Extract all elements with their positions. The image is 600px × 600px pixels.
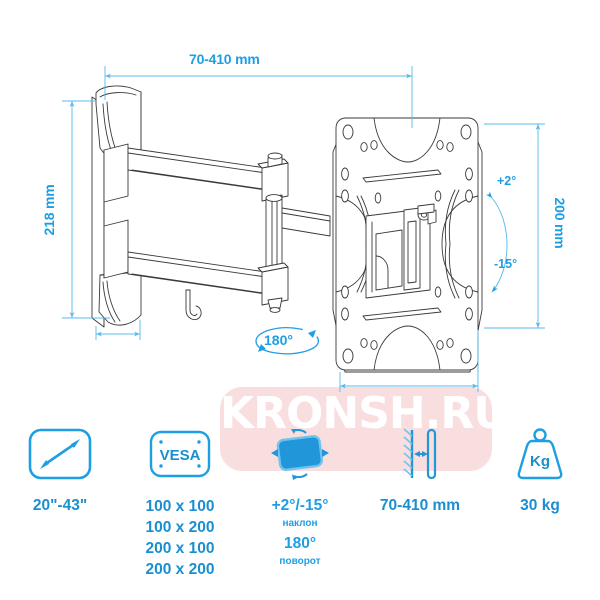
tilt-arc-indicator [486, 191, 508, 293]
dimension-label-top-width: 70-410 mm [189, 51, 260, 67]
dimension-right-height [484, 123, 545, 329]
vesa-size-2: 200 x 100 [145, 540, 215, 557]
spec-screen-size: 20"-43" [0, 418, 120, 593]
screen-size-value: 20"-43" [32, 497, 88, 514]
watermark-band [220, 387, 492, 471]
swivel-label: 180° [264, 332, 293, 348]
wall-distance-icon [390, 418, 450, 490]
spec-weight: Kg 30 kg [480, 418, 600, 593]
spec-wall-distance: 70-410 mm [360, 418, 480, 593]
vesa-size-1: 100 x 200 [145, 519, 215, 536]
dimension-top-width [104, 66, 413, 128]
tilt-value: +2°/-15° [271, 497, 329, 514]
spec-vesa: VESA 100 x 100 100 x 200 200 x 100 200 x… [120, 418, 240, 593]
product-line-drawing: .ln{fill:none;stroke:#3a3a3a;stroke-widt… [62, 66, 545, 392]
dimension-label-right-height: 200 mm [552, 197, 568, 249]
specification-row: 20"-43" VESA 100 x 100 100 x 200 200 x 1… [0, 418, 600, 593]
weight-value: 30 kg [520, 497, 560, 514]
upper-arm [127, 147, 289, 202]
weight-icon: Kg [510, 418, 570, 490]
wall-distance-value: 70-410 mm [379, 497, 461, 514]
swivel-arc-indicator [255, 327, 320, 355]
screen-diagonal-icon [27, 418, 93, 490]
dimension-label-left-height: 218 mm [41, 184, 57, 236]
vesa-icon-text: VESA [160, 447, 201, 464]
tilt-mechanism [365, 203, 437, 299]
vesa-plate [332, 117, 483, 373]
watermark-text: KRONSH.RU [220, 388, 509, 439]
dimension-wallplate-depth [95, 320, 141, 340]
tilt-down-label: -15° [494, 257, 518, 271]
vesa-size-list: 100 x 100 100 x 200 200 x 100 200 x 200 [146, 496, 215, 580]
weight-icon-text: Kg [530, 453, 550, 470]
swivel-caption: поворот [279, 556, 321, 567]
dimension-left-height [62, 100, 110, 319]
vesa-icon: VESA [148, 418, 212, 490]
lower-arm [127, 251, 289, 313]
wall-plate [91, 85, 142, 328]
cable-hook [185, 289, 202, 321]
tilt-up-label: +2° [497, 174, 517, 188]
vesa-size-3: 200 x 200 [145, 561, 215, 578]
tilt-caption: наклон [282, 518, 318, 529]
tilt-swivel-icon [263, 418, 337, 490]
swivel-value: 180° [283, 535, 317, 552]
inner-arm-segment [281, 207, 331, 237]
vesa-size-0: 100 x 100 [145, 498, 215, 515]
spec-tilt-swivel: +2°/-15° наклон 180° поворот [240, 418, 360, 593]
dimension-vesa-width [339, 330, 479, 392]
